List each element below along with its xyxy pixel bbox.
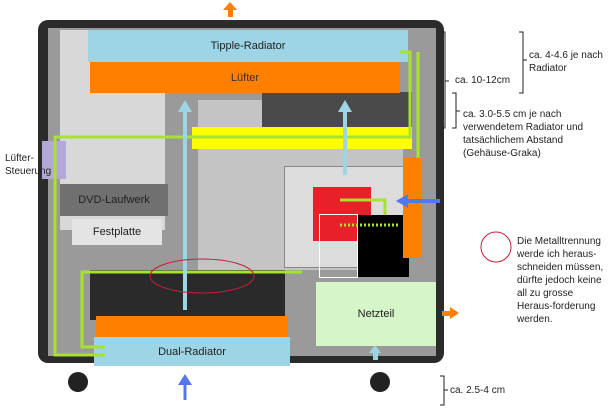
triple-radiator: Tipple-Radiator <box>88 30 408 62</box>
tube-gpu-upper <box>340 198 387 215</box>
annotation-total-height: ca. 10-12cm <box>455 75 511 86</box>
annotation-radiator-thickness: ca. 4-4.6 je nach Radiator <box>529 50 603 74</box>
annotation-bottom-gap: ca. 2.5-4 cm <box>450 385 506 396</box>
cpu-fan-area <box>262 92 412 130</box>
fan-controller-label: Lüfter- Steuerung <box>5 153 52 177</box>
top-fan: Lüfter <box>90 62 400 93</box>
bracket-total <box>441 31 446 129</box>
bracket-gap <box>452 92 457 129</box>
bracket-bottom <box>440 375 445 406</box>
dvd-drive: DVD-Laufwerk <box>60 184 168 216</box>
side-fan <box>403 158 421 258</box>
airflow-out-top <box>223 2 237 17</box>
tube-loop-outer <box>53 50 412 357</box>
tube-loop-inner <box>80 270 302 349</box>
lower-bay <box>90 270 285 320</box>
airflow-up-left <box>178 100 192 310</box>
airflow-in-side <box>396 194 440 208</box>
metal-divider-highlight <box>149 258 255 294</box>
wheel-left <box>68 372 88 392</box>
airflow-in-psu <box>369 345 381 360</box>
airflow-in-bottom <box>178 374 192 400</box>
bottom-fan <box>96 316 288 337</box>
dual-radiator: Dual-Radiator <box>94 337 290 366</box>
wheel-right <box>370 372 390 392</box>
legend-circle <box>480 231 512 263</box>
power-supply: Netzteil <box>316 282 436 346</box>
hard-drive: Festplatte <box>72 219 162 245</box>
annotation-note: Die Metalltrennung werde ich heraus-schn… <box>517 236 604 325</box>
bracket-radiator <box>519 31 524 94</box>
white-outline <box>319 214 358 278</box>
airflow-out-psu <box>442 307 459 319</box>
annotation-gap: ca. 3.0-5.5 cm je nach verwendetem Radia… <box>463 109 584 159</box>
airflow-up-center <box>338 100 352 175</box>
